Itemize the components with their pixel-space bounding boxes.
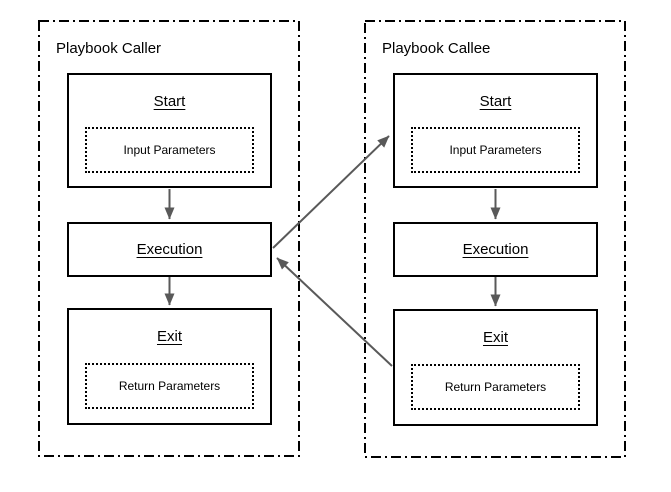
caller-container-border [38, 20, 300, 457]
caller-return-parameters-label: Return Parameters [118, 379, 221, 393]
caller-start-label: Start [153, 93, 186, 110]
callee-return-parameters-label: Return Parameters [444, 380, 547, 394]
caller-exit-node: Exit Return Parameters [67, 308, 272, 425]
callee-exit-label: Exit [482, 329, 508, 346]
callee-input-parameters-label: Input Parameters [449, 143, 542, 157]
caller-execution-node: Execution [67, 222, 272, 277]
callee-title: Playbook Callee [382, 40, 491, 57]
caller-execution-label: Execution [136, 240, 203, 258]
edge-callee-exit-to-caller-execution [276, 257, 393, 367]
callee-input-parameters-box: Input Parameters [411, 127, 580, 173]
callee-return-parameters-box: Return Parameters [411, 364, 580, 410]
caller-start-node: Start Input Parameters [67, 73, 272, 188]
callee-execution-node: Execution [393, 222, 598, 277]
callee-start-label: Start [479, 93, 512, 110]
caller-input-parameters-label: Input Parameters [123, 143, 216, 157]
edge-caller-execution-to-callee-start [272, 135, 390, 249]
callee-start-node: Start Input Parameters [393, 73, 598, 188]
callee-container-border [364, 20, 626, 458]
callee-exit-node: Exit Return Parameters [393, 309, 598, 426]
caller-title: Playbook Caller [56, 40, 162, 57]
caller-exit-label: Exit [156, 328, 182, 345]
callee-execution-label: Execution [462, 240, 529, 258]
caller-return-parameters-box: Return Parameters [85, 363, 254, 409]
caller-input-parameters-box: Input Parameters [85, 127, 254, 173]
